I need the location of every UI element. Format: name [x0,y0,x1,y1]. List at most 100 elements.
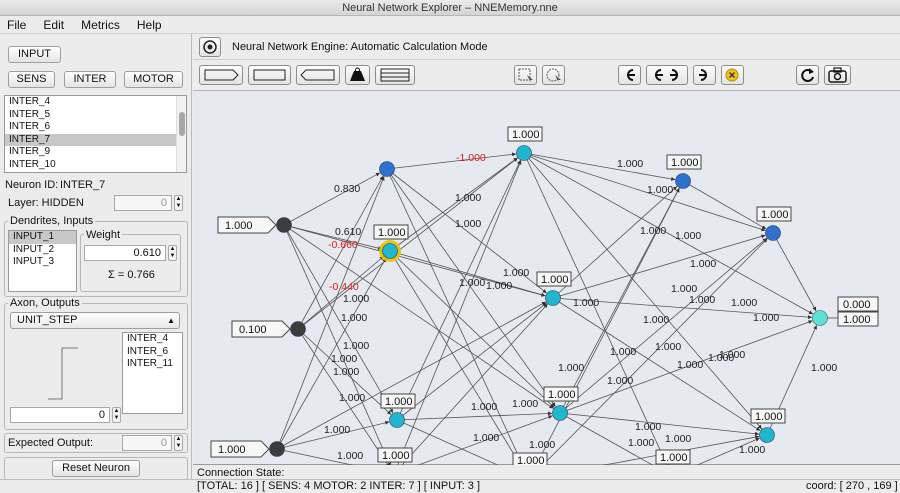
sensory-value-tag[interactable] [210,440,270,458]
shape-rect-icon[interactable] [248,65,291,85]
connection-line[interactable] [559,187,680,414]
sensory-neuron[interactable] [276,217,292,233]
dendrite-list[interactable]: INPUT_1 INPUT_2 INPUT_3 [8,230,77,292]
connection-line[interactable] [276,257,387,450]
connection-line[interactable] [523,152,670,469]
threshold-field[interactable]: 0 [10,407,110,423]
connection-line[interactable] [523,152,766,232]
expected-field[interactable]: 0 [122,435,172,451]
connection-line[interactable] [396,160,521,421]
menu-edit[interactable]: Edit [43,18,65,32]
connection-line[interactable] [386,152,517,170]
reset-neuron-button[interactable]: Reset Neuron [52,460,140,477]
connection-line[interactable] [389,157,518,252]
connection-line[interactable] [276,301,547,450]
select-rect-icon[interactable] [514,65,537,85]
shape-pentagon-icon[interactable] [199,65,243,85]
menu-file[interactable]: File [7,18,27,32]
connection-line[interactable] [552,234,766,299]
connection-line[interactable] [389,250,555,408]
inter-neuron[interactable] [552,405,568,421]
scrollbar-thumb[interactable] [179,112,185,136]
network-graph[interactable]: 0.8300.610-0.660-0.440-1.0001.0001.0001.… [193,91,900,493]
connection-line[interactable] [283,224,546,297]
list-scrollbar[interactable] [176,96,186,172]
select-lasso-icon[interactable] [542,65,565,85]
connection-line[interactable] [297,255,385,330]
connection-line[interactable] [682,180,767,230]
inter-neuron[interactable] [516,145,532,161]
layer-field[interactable]: 0 [114,195,172,211]
shape-hexagon-icon[interactable] [296,65,340,85]
list-item[interactable]: INTER_6 [127,345,169,357]
weight-icon[interactable] [345,65,370,85]
step-back-icon[interactable] [618,65,641,85]
list-item[interactable]: INTER_4 [9,96,51,107]
connection-line[interactable] [276,176,385,450]
connection-line[interactable] [528,187,680,480]
connection-line[interactable] [386,168,527,472]
connection-line[interactable] [523,152,814,315]
sensory-neuron[interactable] [290,321,306,337]
weight-field[interactable]: 0.610 [84,245,166,261]
inter-neuron[interactable] [765,225,781,241]
stop-icon[interactable] [721,65,744,85]
list-item[interactable]: INTER_4 [127,333,169,344]
connection-line[interactable] [283,172,381,226]
list-item[interactable]: INPUT_2 [13,243,55,255]
input-button[interactable]: INPUT [8,46,61,63]
motor-neuron[interactable] [812,310,828,326]
connection-line[interactable] [552,186,678,299]
inter-neuron[interactable] [759,427,775,443]
step-forward-icon[interactable] [693,65,716,85]
menu-help[interactable]: Help [136,18,162,32]
inter-neuron[interactable] [675,173,691,189]
connection-line[interactable] [297,157,518,330]
inter-neuron[interactable] [379,161,395,177]
connection-line[interactable] [283,224,383,251]
connection-line[interactable] [389,250,526,473]
inter-neuron[interactable] [389,412,405,428]
connection-line[interactable] [297,328,390,468]
list-item-selected[interactable]: INTER_7 [5,133,186,146]
connection-line[interactable] [528,238,768,480]
activation-dropdown[interactable]: UNIT_STEP ▲ [10,312,180,329]
connection-line[interactable] [393,160,522,475]
connection-line[interactable] [276,448,387,474]
camera-icon[interactable] [824,65,851,85]
connection-line[interactable] [393,303,548,475]
step-both-icon[interactable] [646,65,688,85]
weight-stepper[interactable]: ▲▼ [168,245,177,261]
layer-stepper[interactable]: ▲▼ [174,195,183,211]
expected-stepper[interactable]: ▲▼ [174,435,183,451]
connection-line[interactable] [396,419,522,477]
connection-line[interactable] [772,232,817,312]
connection-line[interactable] [396,302,547,421]
connection-line[interactable] [393,415,553,475]
connection-line[interactable] [386,168,556,407]
connection-line[interactable] [552,297,813,320]
connection-line[interactable] [297,175,384,330]
layers-icon[interactable] [375,65,415,85]
connection-line[interactable] [559,412,666,473]
connection-line[interactable] [276,420,390,450]
list-item[interactable]: INTER_5 [9,108,51,120]
list-item[interactable]: INTER_9 [9,146,51,157]
target-icon[interactable] [199,37,221,57]
menu-metrics[interactable]: Metrics [81,18,120,32]
threshold-stepper[interactable]: ▲▼ [112,407,121,423]
sensory-value-tag[interactable] [231,320,291,338]
sensory-neuron[interactable] [269,441,285,457]
inter-button[interactable]: INTER [64,71,116,88]
connection-line[interactable] [559,412,760,436]
motor-button[interactable]: MOTOR [124,71,183,88]
sens-button[interactable]: SENS [8,71,55,88]
connection-line[interactable] [559,237,768,414]
list-item-selected[interactable]: INPUT_1 [9,231,76,244]
list-item[interactable]: INTER_11 [127,358,173,369]
list-item[interactable]: INPUT_3 [13,256,55,267]
connection-line[interactable] [283,224,554,409]
connection-line[interactable] [559,320,813,414]
connection-line[interactable] [283,224,392,467]
